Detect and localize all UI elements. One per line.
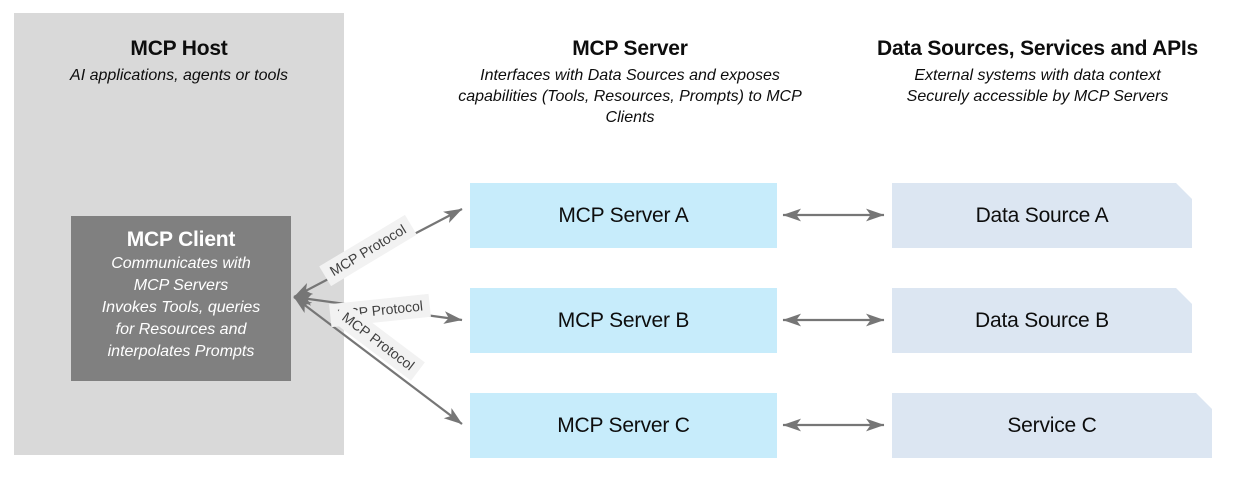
mcp-client-description-line-2: MCP Servers bbox=[133, 277, 229, 294]
mcp-client-box[interactable]: MCP Client Communicates with MCP Servers… bbox=[71, 216, 291, 381]
data-source-a-box[interactable]: Data Source A bbox=[892, 183, 1192, 248]
mcp-server-title: MCP Server bbox=[572, 37, 688, 60]
service-c-box[interactable]: Service C bbox=[892, 393, 1212, 458]
mcp-host-subtitle: AI applications, agents or tools bbox=[70, 67, 288, 84]
mcp-server-c-box[interactable]: MCP Server C bbox=[470, 393, 777, 458]
data-sources-heading: Data Sources, Services and APIs External… bbox=[845, 36, 1230, 107]
data-sources-subtitle: External systems with data context Secur… bbox=[845, 65, 1230, 107]
mcp-server-b-box[interactable]: MCP Server B bbox=[470, 288, 777, 353]
data-source-b-box[interactable]: Data Source B bbox=[892, 288, 1192, 353]
mcp-host-title: MCP Host bbox=[130, 37, 228, 60]
mcp-client-description: Communicates with MCP Servers Invokes To… bbox=[71, 253, 291, 363]
mcp-host-heading: MCP Host AI applications, agents or tool… bbox=[14, 36, 344, 86]
mcp-client-description-line-5: interpolates Prompts bbox=[107, 343, 255, 360]
mcp-client-description-line-1: Communicates with bbox=[111, 255, 251, 272]
mcp-server-heading: MCP Server Interfaces with Data Sources … bbox=[455, 36, 805, 128]
mcp-client-title: MCP Client bbox=[126, 228, 236, 251]
mcp-client-description-line-4: for Resources and bbox=[115, 321, 247, 338]
mcp-client-description-line-3: Invokes Tools, queries bbox=[101, 299, 261, 316]
data-sources-subtitle-line-2: Securely accessible by MCP Servers bbox=[906, 88, 1169, 105]
data-sources-subtitle-line-1: External systems with data context bbox=[914, 67, 1161, 84]
data-sources-title: Data Sources, Services and APIs bbox=[876, 37, 1198, 60]
mcp-server-a-box[interactable]: MCP Server A bbox=[470, 183, 777, 248]
mcp-server-subtitle: Interfaces with Data Sources and exposes… bbox=[458, 67, 802, 126]
